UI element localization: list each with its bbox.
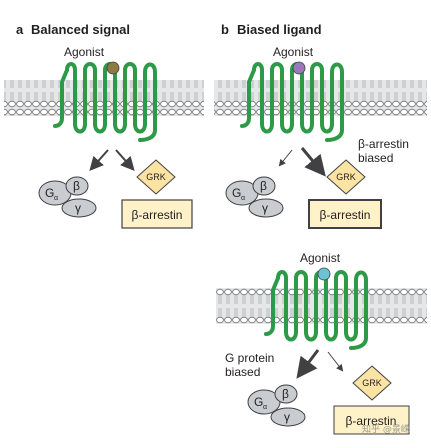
panel-b-grk-label: GRK [336,172,356,182]
panel-b-arrestin-label: β-arrestin [320,208,371,222]
panel-c-g-alpha: G [254,395,263,409]
panel-a-g-alpha-sub: α [54,195,58,202]
panel-a-title: Balanced signal [31,22,130,37]
panel-c: Agonist G protein biased GRK β-arrestin … [216,251,427,435]
panel-c-arrow-gprotein [296,349,320,379]
panel-a-arrestin-label: β-arrestin [132,208,183,222]
panel-a-letter: a [16,22,24,37]
panel-a-agonist-label: Agonist [64,45,105,59]
panel-b-g-protein: G α β γ [225,176,284,218]
panel-b-g-beta: β [260,179,267,193]
panel-a: a Balanced signal Agonist GRK β-arrestin… [4,22,204,229]
panel-a-g-alpha: G [45,186,54,200]
panel-a-arrow-gprotein [89,149,109,171]
panel-c-arrow-arrestin [327,351,344,372]
panel-a-arrestin-box [121,199,193,229]
panel-b-g-alpha: G [232,186,241,200]
watermark-text: 知乎 @景嵘 [362,423,410,435]
panel-a-g-protein: G α β γ [38,176,97,218]
panel-c-g-beta: β [282,387,289,401]
panel-c-arrestin-label: β-arrestin [346,414,397,428]
panel-a-receptor [53,62,157,142]
panel-c-grk: GRK [352,365,392,401]
panel-c-membrane [216,288,427,324]
panel-b: b Biased ligand Agonist β-arrestin biase… [214,22,427,229]
panel-b-agonist-label: Agonist [273,45,314,59]
panel-c-bias-label-line1: G protein [225,351,274,365]
panel-a-arrow-arrestin [115,149,135,171]
panel-c-grk-label: GRK [362,378,382,388]
panel-c-ligand [317,267,331,281]
panel-b-bias-label-line1: β-arrestin [358,137,409,151]
panel-b-receptor [240,62,344,142]
panel-b-g-alpha-sub: α [241,195,245,202]
panel-c-g-alpha-sub: α [263,404,267,411]
panel-b-bias-label-line2: biased [358,151,393,165]
panel-b-arrow-gprotein [278,149,293,167]
panel-c-g-gamma: γ [284,410,290,424]
panel-c-arrestin-box [333,405,410,435]
panel-b-arrestin-box [308,199,382,229]
panel-b-title: Biased ligand [237,22,322,37]
panel-a-grk: GRK [136,159,176,195]
panel-a-ligand [106,61,120,75]
panel-a-grk-label: GRK [146,172,166,182]
panel-b-g-gamma: γ [262,201,268,215]
panel-c-bias-label-line2: biased [225,365,260,379]
panel-a-g-gamma: γ [75,201,81,215]
panel-b-arrow-arrestin [300,147,326,177]
panel-b-grk: GRK [326,159,366,195]
panel-c-receptor [264,270,368,350]
panel-b-letter: b [221,22,229,37]
panel-c-agonist-label: Agonist [300,251,341,265]
panel-b-ligand [292,61,306,75]
panel-c-g-protein: G α β γ [247,384,306,427]
panel-a-g-beta: β [73,179,80,193]
